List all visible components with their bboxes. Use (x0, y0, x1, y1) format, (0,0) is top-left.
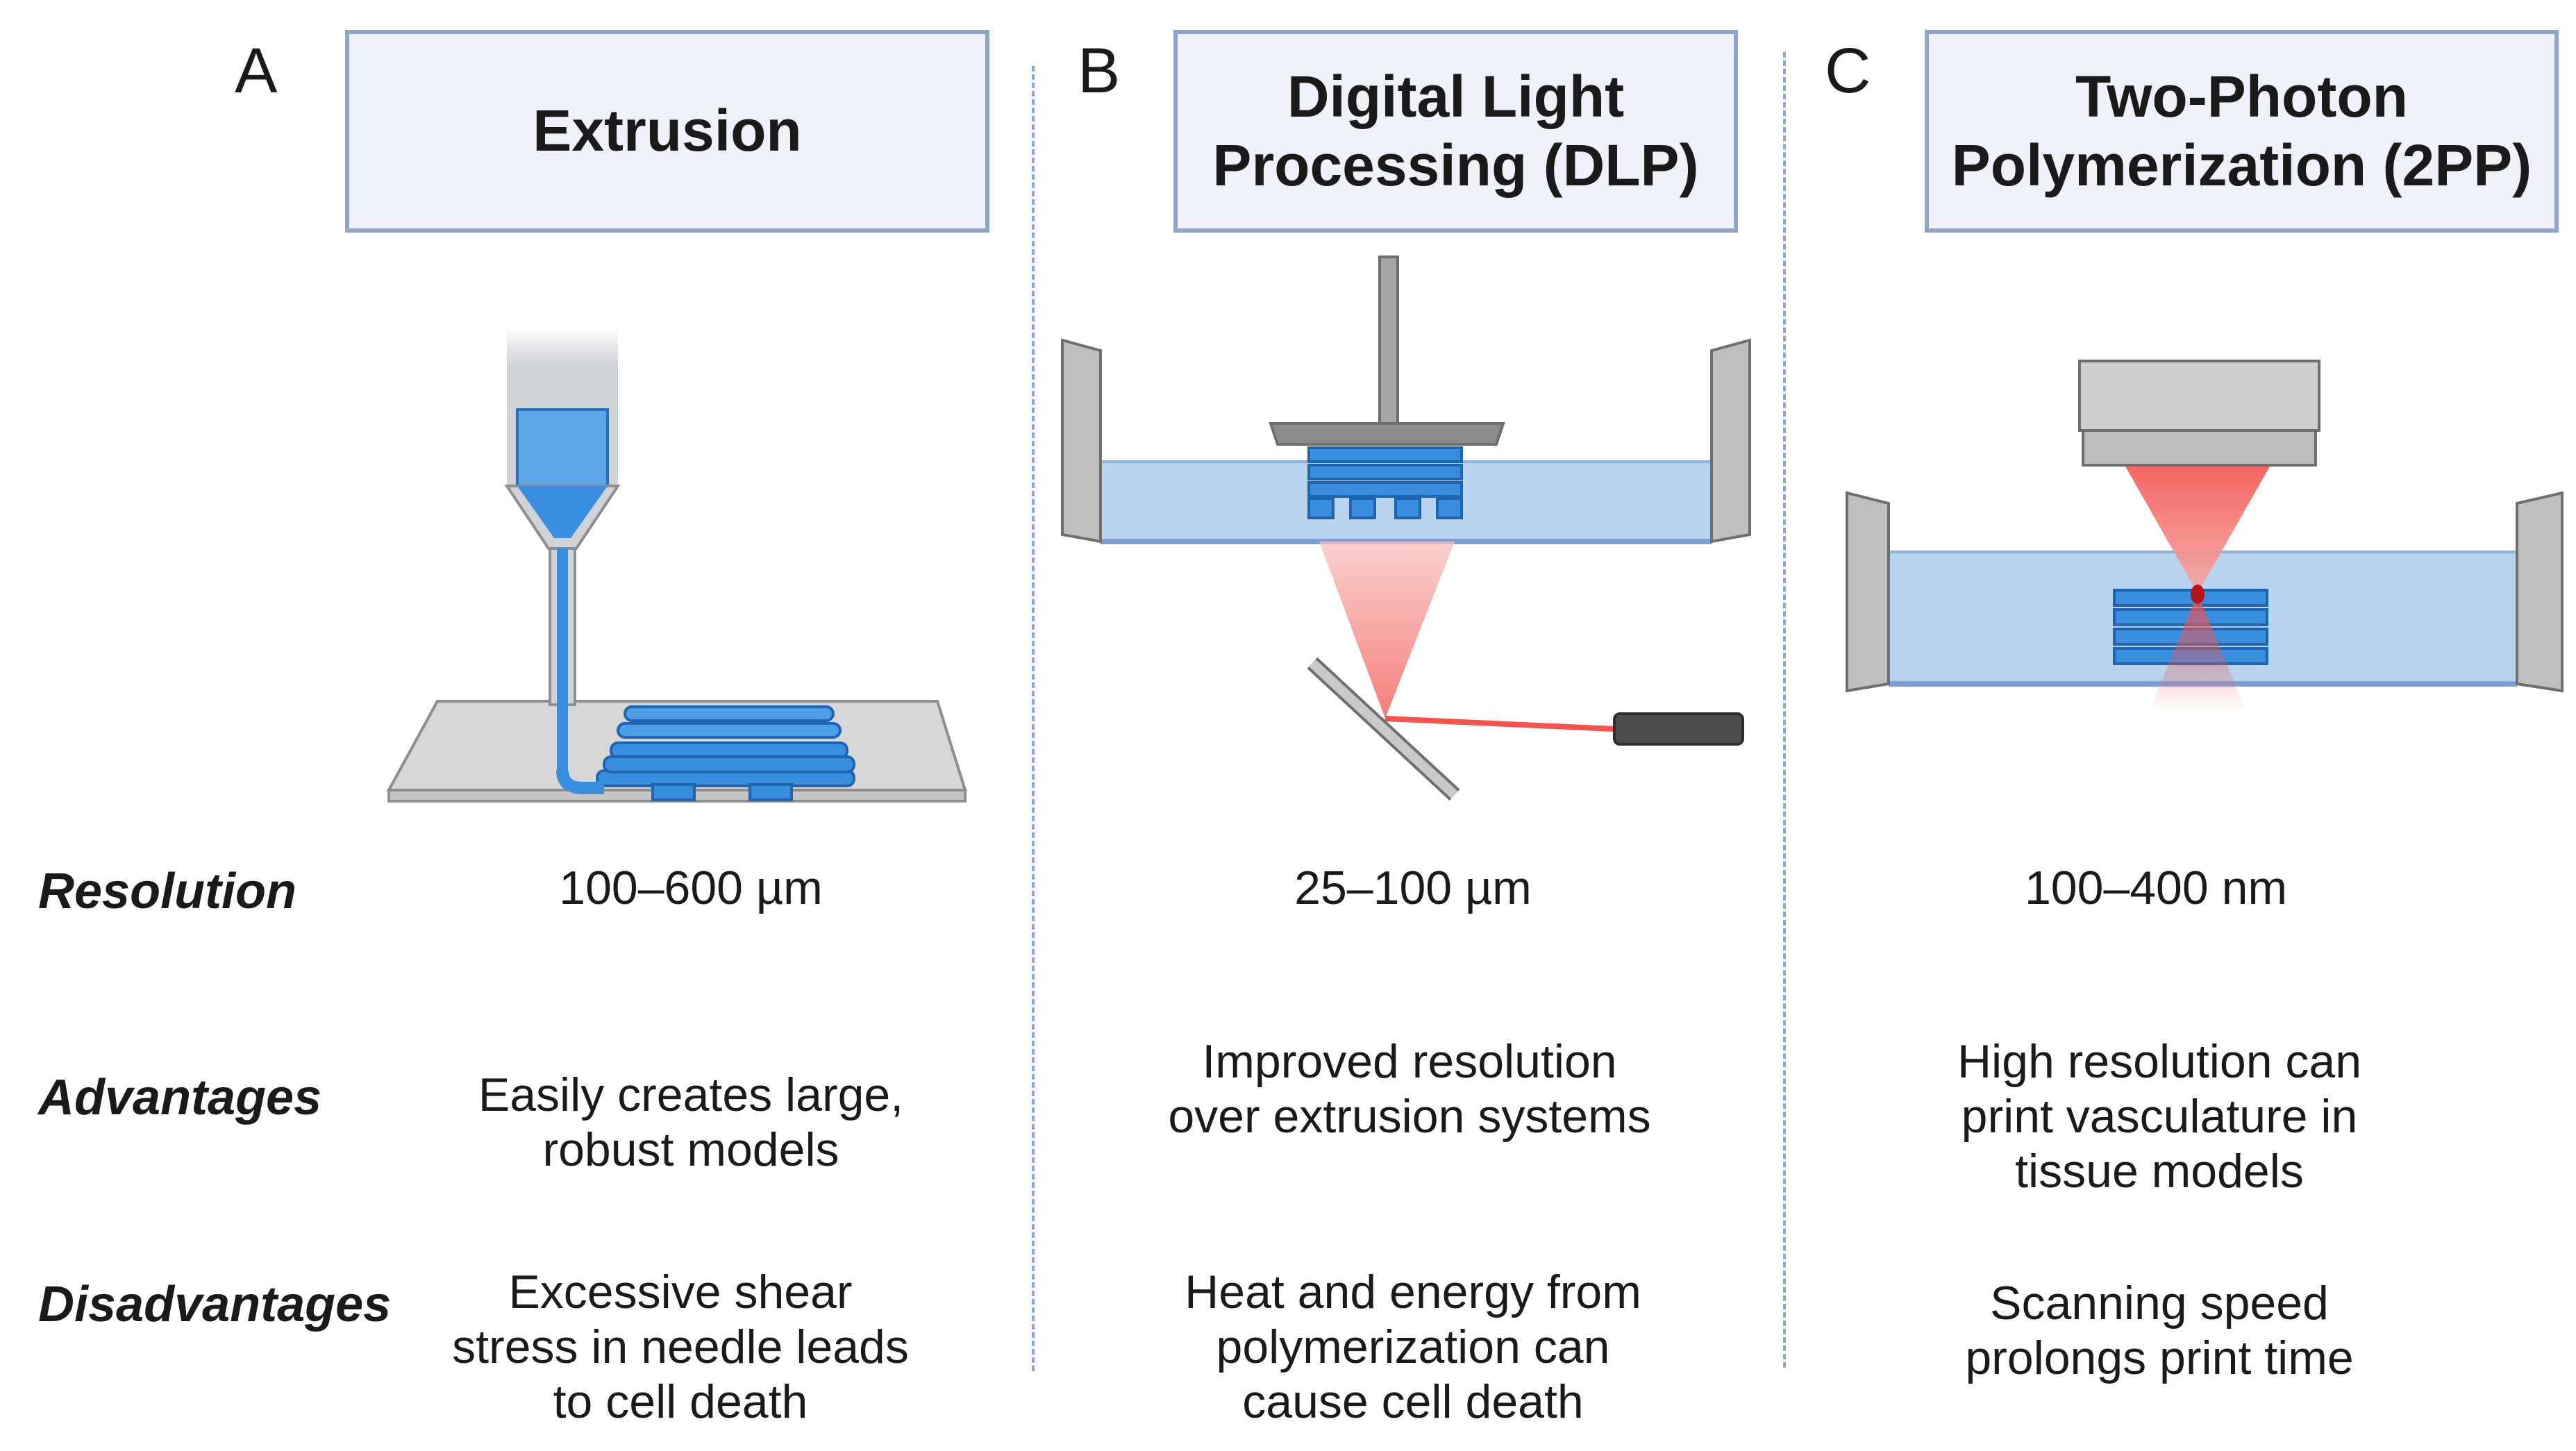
dlp-illustration (1061, 255, 1751, 801)
build-platform (1269, 255, 1505, 519)
laser-source-icon (1613, 712, 1744, 746)
row-label-resolution: Resolution (38, 864, 296, 919)
projector-mirror-icon (1307, 542, 1615, 801)
advantages-dlp: Improved resolution over extrusion syste… (1168, 1035, 1651, 1143)
disadvantages-2pp: Scanning speed prolongs print time (1965, 1277, 2354, 1384)
row-label-disadvantages: Disadvantages (38, 1277, 392, 1332)
panel-letter-b: B (1078, 35, 1121, 106)
syringe-nozzle-icon (504, 326, 621, 794)
resolution-2pp: 100–400 nm (2024, 862, 2288, 914)
printed-lattice (596, 705, 855, 801)
advantages-2pp: High resolution can print vasculature in… (1957, 1035, 2362, 1198)
advantages-extrusion: Easily creates large, robust models (478, 1068, 904, 1176)
divider-ab (1032, 66, 1035, 1371)
divider-bc (1783, 52, 1786, 1368)
resolution-dlp: 25–100 µm (1294, 862, 1532, 914)
disadvantages-dlp: Heat and energy from polymerization can … (1185, 1266, 1641, 1428)
panel-letter-a: A (235, 35, 278, 106)
row-label-advantages: Advantages (38, 1070, 322, 1125)
title-2pp: Two-Photon Polymerization (2PP) (1925, 30, 2559, 233)
disadvantages-extrusion: Excessive shear stress in needle leads t… (452, 1266, 909, 1428)
objective-lens-icon (2078, 360, 2320, 467)
panel-letter-c: C (1825, 35, 1871, 106)
extrusion-illustration (386, 326, 967, 803)
tpp-illustration (1846, 360, 2564, 712)
title-extrusion: Extrusion (345, 30, 989, 233)
resolution-extrusion: 100–600 µm (559, 862, 823, 914)
laser-focus-beam (2125, 465, 2270, 712)
title-dlp: Digital Light Processing (DLP) (1173, 30, 1738, 233)
